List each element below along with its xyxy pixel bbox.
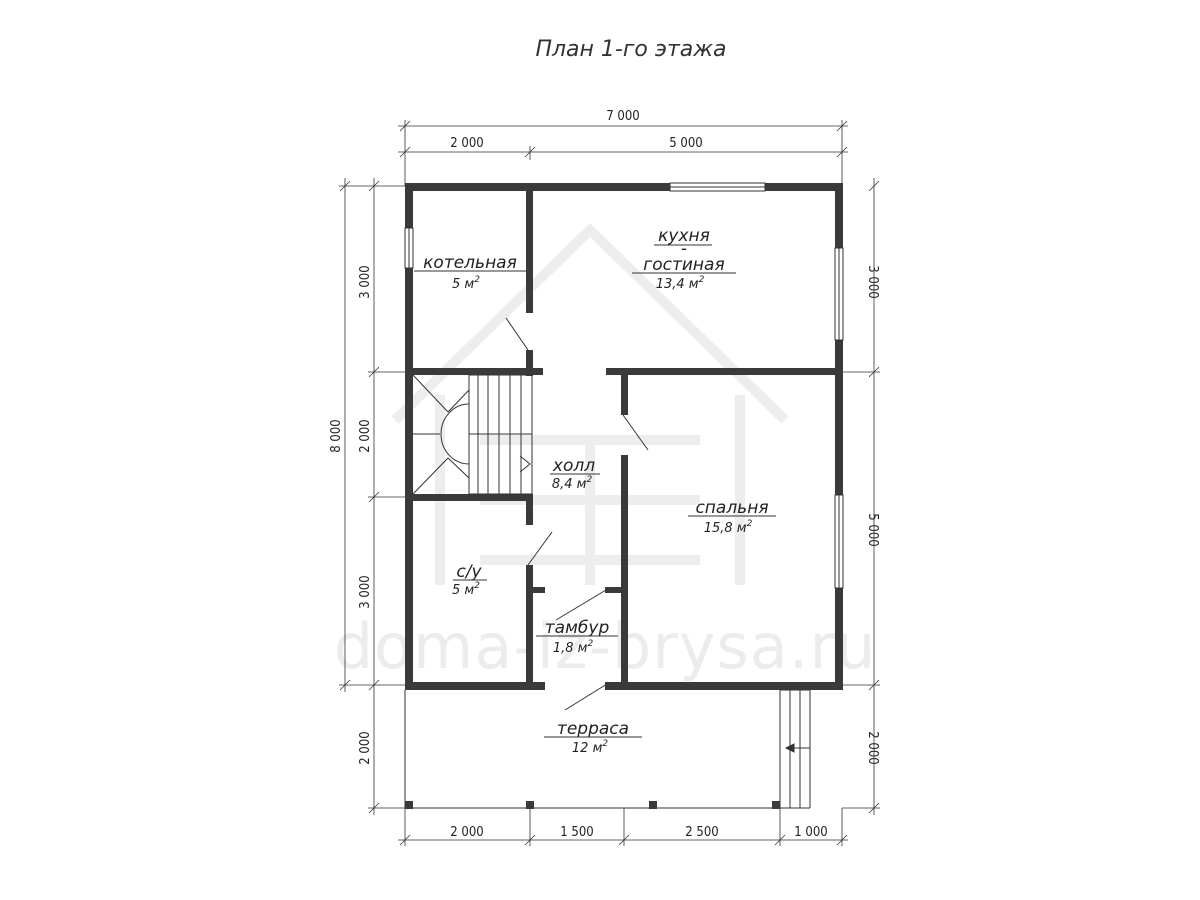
wall-left-1 — [405, 183, 413, 228]
room-area: 5 м2 — [452, 275, 480, 292]
wall-right-3 — [835, 588, 843, 690]
terrace-post — [526, 801, 534, 809]
room-name: с/у — [456, 562, 482, 582]
room-area: 15,8 м2 — [704, 519, 753, 536]
terrace-post — [649, 801, 657, 809]
room-name-2: гостиная — [643, 255, 724, 275]
dim-left-2: 2 000 — [358, 419, 373, 452]
wall-top-right — [765, 183, 843, 191]
windows — [404, 182, 844, 589]
room-area: 12 м2 — [572, 739, 608, 756]
terrace-post — [772, 801, 780, 809]
dim-bottom-3: 2 500 — [685, 825, 718, 840]
terrace-steps — [780, 689, 811, 809]
room-name: котельная — [423, 253, 517, 273]
room-area: 13,4 м2 — [656, 275, 705, 292]
room-terrace: терраса 12 м2 — [544, 719, 642, 756]
room-area: 5 м2 — [452, 581, 480, 598]
dim-top-total: 7 000 — [606, 109, 639, 124]
terrace-outline — [404, 690, 781, 809]
wall-left-2 — [405, 268, 413, 690]
dim-left-total: 8 000 — [329, 419, 344, 452]
dim-right-1: 3 000 — [865, 265, 880, 298]
room-name: тамбур — [545, 618, 610, 638]
room-name-1: кухня — [658, 226, 710, 246]
room-vestibule: тамбур 1,8 м2 — [536, 618, 618, 656]
room-bathroom: с/у 5 м2 — [452, 562, 487, 598]
wall-bedroom-left — [621, 455, 628, 682]
room-name: терраса — [557, 719, 629, 739]
watermark-text: doma-iz-brysa.ru — [334, 610, 877, 683]
wall-bottom-left — [405, 682, 545, 690]
room-bedroom: спальня 15,8 м2 — [688, 498, 776, 536]
room-area: 1,8 м2 — [553, 639, 594, 656]
wall-boiler-right — [526, 191, 533, 313]
room-kitchen-living: кухня - гостиная 13,4 м2 — [632, 226, 736, 292]
room-hall: холл 8,4 м2 — [550, 456, 600, 492]
dim-bottom-1: 2 000 — [450, 825, 483, 840]
watermark-house-icon — [391, 223, 789, 585]
dim-top-right: 5 000 — [669, 136, 702, 151]
wall-kitchen-bottom — [606, 368, 835, 375]
dimension-lines — [339, 120, 880, 846]
dim-bottom-2: 1 500 — [560, 825, 593, 840]
wall-boiler-door-jamb — [526, 350, 533, 376]
doors — [505, 317, 649, 711]
wall-boiler-bottom — [413, 368, 543, 375]
wall-bedroom-upper — [621, 375, 628, 415]
dim-left-1: 3 000 — [358, 265, 373, 298]
staircase — [412, 374, 533, 495]
wall-stair-bottom — [413, 494, 533, 501]
wall-right-1 — [835, 183, 843, 248]
room-area: 8,4 м2 — [552, 475, 593, 492]
walls — [405, 183, 843, 690]
wall-bath-top-jamb — [526, 501, 533, 525]
dim-right-2: 5 000 — [865, 513, 880, 546]
wall-right-2 — [835, 340, 843, 495]
room-name-sep: - — [681, 239, 687, 259]
room-name: холл — [552, 456, 595, 476]
wall-top-left — [405, 183, 670, 191]
room-name: спальня — [695, 498, 768, 518]
room-boiler: котельная 5 м2 — [414, 253, 526, 292]
dim-left-4: 2 000 — [358, 731, 373, 764]
plan-title: План 1-го этажа — [535, 37, 726, 62]
terrace-post — [405, 801, 413, 809]
wall-vestibule-right-stub — [605, 587, 621, 593]
dim-left-3: 3 000 — [358, 575, 373, 608]
dim-bottom-4: 1 000 — [794, 825, 827, 840]
dim-top-left: 2 000 — [450, 136, 483, 151]
watermark: doma-iz-brysa.ru — [334, 223, 877, 683]
wall-bath-right — [526, 565, 533, 682]
wall-vestibule-left-stub — [533, 587, 545, 593]
dim-right-3: 2 000 — [865, 731, 880, 764]
wall-bottom-right — [605, 682, 843, 690]
